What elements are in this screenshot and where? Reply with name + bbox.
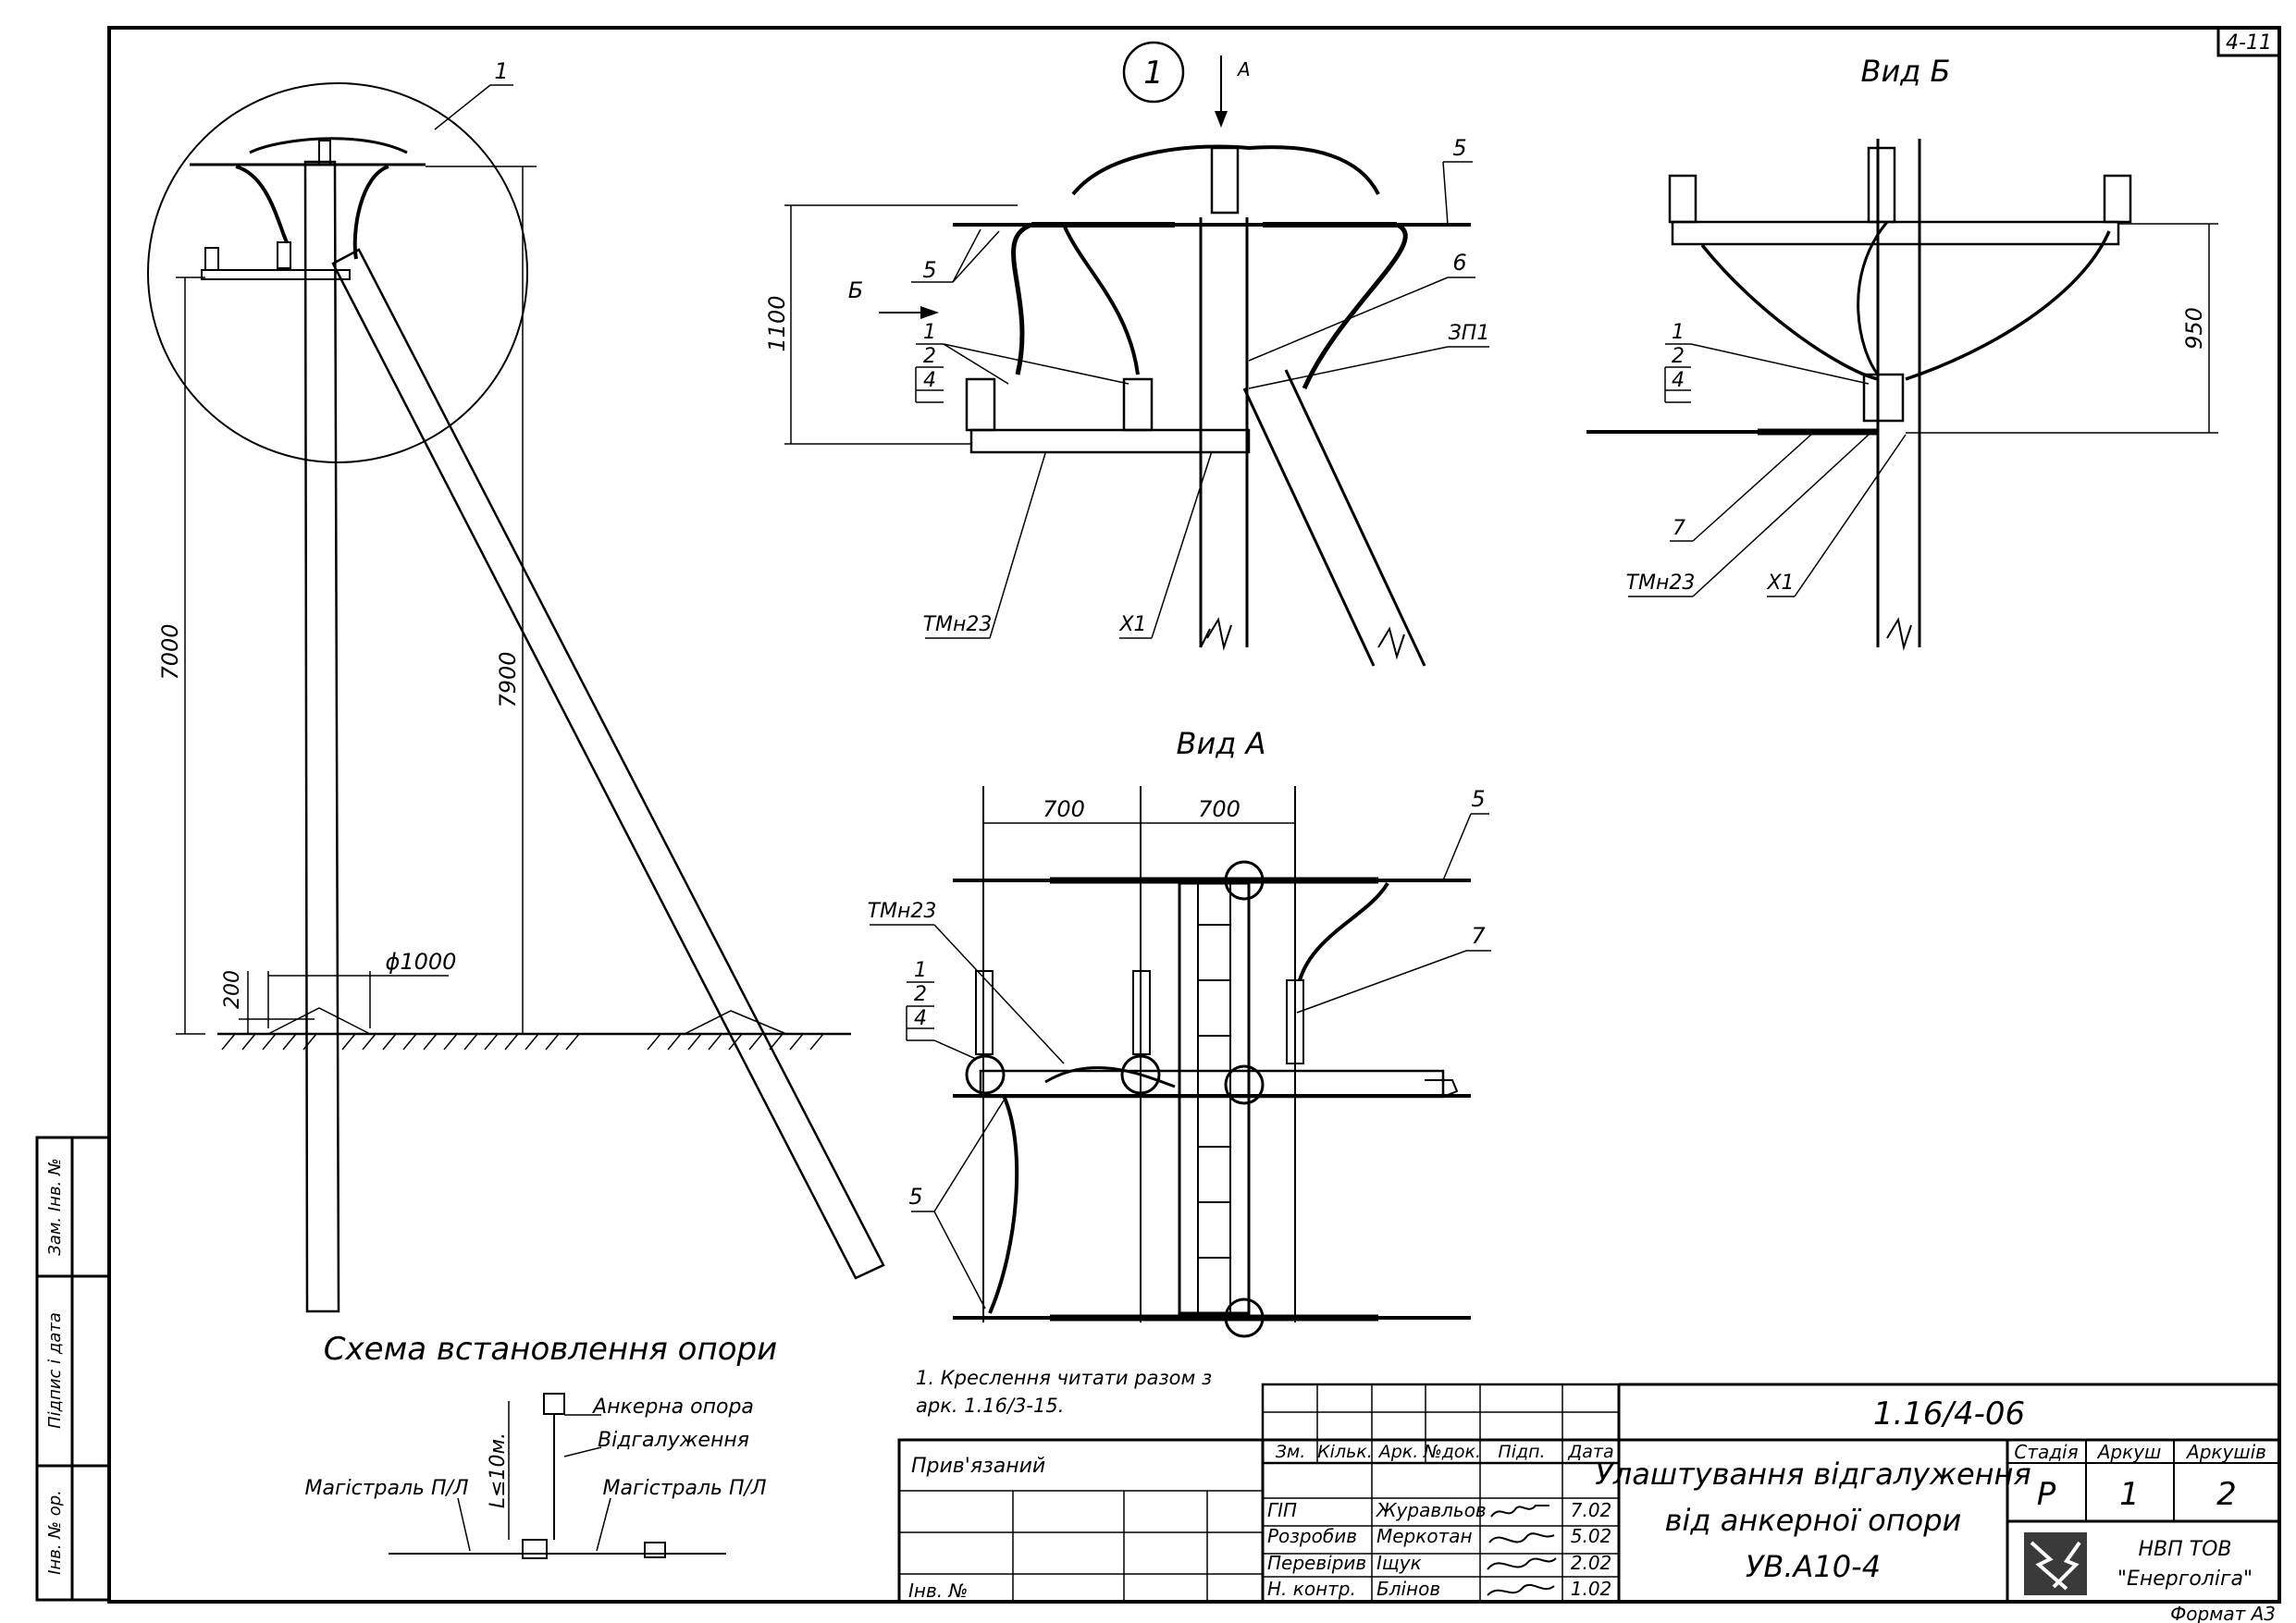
side-stamp: Зам. Інв. № Підпис і дата Інв. № ор.	[35, 1136, 111, 1602]
row-name-1: Журавльов	[1375, 1499, 1487, 1521]
callout-x1-b: Х1	[1766, 572, 1794, 595]
callout-5-a-top: 5	[1471, 786, 1485, 812]
dim-700-b: 700	[1198, 796, 1241, 822]
dim-phi1000: ϕ1000	[386, 949, 457, 975]
side-stamp-pidpys: Підпис і дата	[45, 1312, 65, 1429]
callout-4-c: 4	[914, 1007, 927, 1030]
title-line2: від анкерної опори	[1665, 1503, 1962, 1538]
org-line1: НВП ТОВ	[2138, 1538, 2231, 1561]
dim-950: 950	[2181, 307, 2207, 350]
dim-7000: 7000	[157, 623, 183, 680]
callout-1-a: 1	[923, 321, 936, 344]
callout-2-b: 2	[1672, 345, 1685, 368]
row-role-4: Н. контр.	[1267, 1578, 1356, 1600]
row-name-4: Блінов	[1376, 1578, 1440, 1600]
scheme-title: Схема встановлення опори	[324, 1331, 777, 1368]
sheets-value: 2	[2216, 1476, 2237, 1513]
privyaz-label: Прив'язаний	[911, 1455, 1045, 1478]
scheme-anchor: Анкерна опора	[591, 1396, 754, 1419]
callout-5-top: 5	[1452, 135, 1466, 161]
row-date-2: 5.02	[1571, 1525, 1612, 1547]
scheme-main-left: Магістраль П/Л	[304, 1477, 468, 1500]
hdr-zm: Зм.	[1276, 1442, 1306, 1462]
callout-5-a-bottom: 5	[908, 1184, 922, 1210]
view-a: Вид А 700 700	[868, 726, 1491, 1338]
scheme-branch: Відгалуження	[598, 1429, 749, 1452]
org-line2: "Енерголіга"	[2117, 1568, 2253, 1591]
format-label: Формат А3	[2170, 1603, 2276, 1623]
side-stamp-zam: Зам. Інв. №	[45, 1158, 65, 1255]
hdr-data: Дата	[1567, 1442, 1613, 1462]
callout-x1-a: Х1	[1118, 613, 1146, 636]
callout-zp1: ЗП1	[1449, 322, 1490, 345]
support-elevation: 1 7000 7900 200 ϕ1000	[147, 58, 885, 1313]
arrow-a-label: А	[1236, 58, 1251, 80]
callout-1-b: 1	[1672, 321, 1685, 344]
corner-code-box	[2216, 26, 2281, 57]
title-line3: УВ.А10-4	[1746, 1549, 1881, 1584]
callout-tmn23-c: ТМн23	[868, 900, 937, 923]
callout-7-b: 7	[1673, 517, 1685, 540]
dim-700-a: 700	[1043, 796, 1085, 822]
row-role-2: Розробив	[1267, 1525, 1357, 1547]
row-date-1: 7.02	[1571, 1499, 1612, 1521]
stage-header: Стадія	[2014, 1441, 2078, 1463]
node-1-view: 1 А Б 1100 5	[764, 41, 1490, 667]
view-b-title: Вид Б	[1861, 54, 1951, 89]
callout-7-a: 7	[1471, 923, 1486, 949]
installation-scheme: Схема встановлення опори L≤10м. Анкерна …	[304, 1331, 777, 1559]
signature-4	[1487, 1583, 1555, 1596]
side-stamp-inv: Інв. № ор.	[45, 1490, 65, 1575]
row-role-1: ГІП	[1267, 1499, 1297, 1521]
dim-7900: 7900	[495, 651, 521, 707]
callout-1-top: 1	[494, 58, 508, 84]
callout-1-c: 1	[914, 959, 927, 982]
row-date-3: 2.02	[1571, 1552, 1612, 1574]
callout-6: 6	[1452, 250, 1466, 276]
view-b: Вид Б 950 1 2 4 7 ТМн23	[1586, 54, 2218, 651]
row-name-2: Меркотан	[1376, 1525, 1473, 1547]
row-date-4: 1.02	[1571, 1578, 1612, 1600]
sheets-header: Аркушів	[2185, 1441, 2266, 1463]
view-a-title: Вид А	[1177, 726, 1266, 761]
hdr-kilk: Кільк.	[1317, 1442, 1373, 1462]
title-line1: Улаштування відгалуження	[1595, 1457, 2031, 1492]
hdr-pidp: Підп.	[1498, 1442, 1545, 1462]
sheet-value: 1	[2119, 1476, 2140, 1513]
arrow-b-label: Б	[848, 277, 863, 303]
row-role-3: Перевірив	[1267, 1552, 1366, 1574]
dim-200: 200	[221, 970, 244, 1009]
note-line1: 1. Креслення читати разом з	[916, 1367, 1212, 1389]
callout-tmn23-b: ТМн23	[1626, 572, 1696, 595]
dim-1100: 1100	[764, 295, 790, 351]
callout-2-a: 2	[923, 345, 936, 368]
signature-1	[1490, 1505, 1549, 1518]
stage-value: Р	[2037, 1476, 2056, 1513]
signature-2	[1488, 1532, 1555, 1543]
inv-no-label: Інв. №	[908, 1580, 968, 1602]
note-line2: арк. 1.16/3-15.	[916, 1395, 1064, 1417]
title-block: Прив'язаний Інв. № Зм. Кільк. Арк. №док.…	[897, 1383, 2281, 1604]
hdr-ndok: №док.	[1423, 1442, 1481, 1462]
scheme-l10: L≤10м.	[487, 1432, 510, 1508]
callout-4-a: 4	[923, 369, 936, 392]
callout-5-left: 5	[922, 257, 936, 283]
callout-2-c: 2	[914, 983, 927, 1006]
callout-tmn23-a: ТМн23	[923, 613, 993, 636]
signature-3	[1487, 1557, 1557, 1570]
sheet-header: Аркуш	[2096, 1441, 2162, 1463]
hdr-ark: Арк.	[1377, 1442, 1419, 1462]
node-number: 1	[1143, 55, 1164, 92]
designation: 1.16/4-06	[1873, 1396, 2025, 1432]
corner-code: 4-11	[2226, 31, 2272, 55]
row-name-3: Іщук	[1376, 1552, 1422, 1574]
callout-4-b: 4	[1672, 369, 1685, 392]
scheme-main-right: Магістраль П/Л	[602, 1477, 766, 1500]
